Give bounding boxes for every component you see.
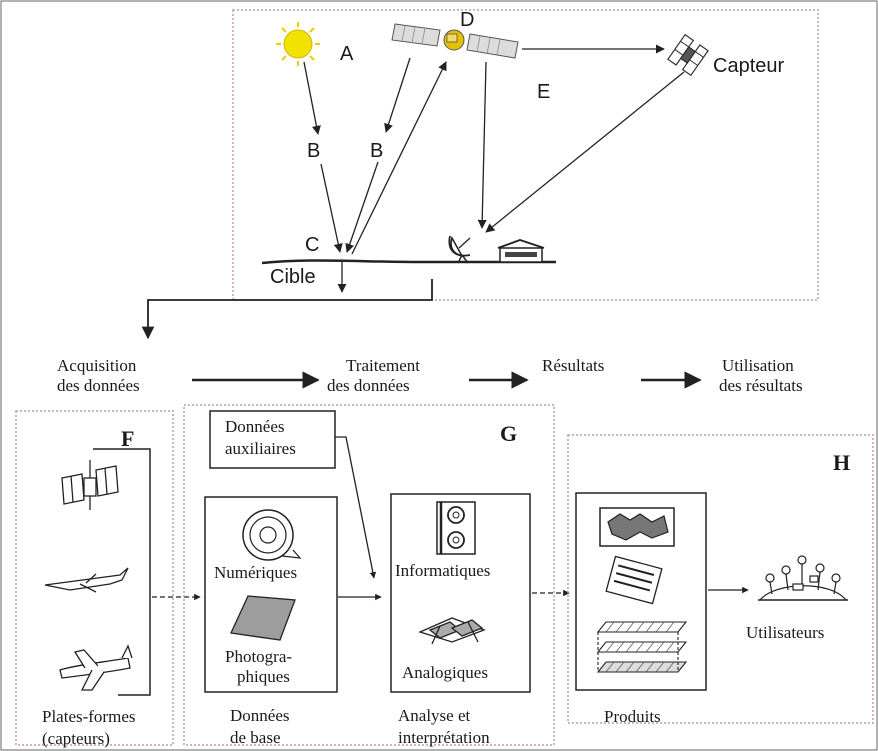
analyse-caption: Analyse et interprétation — [398, 706, 490, 747]
flow-acquisition: Acquisition des données — [57, 356, 141, 395]
panel-f-caption: Plates-formes (capteurs) — [42, 707, 140, 748]
airplane-propeller-icon — [59, 644, 133, 691]
utilisateurs-caption: Utilisateurs — [746, 623, 824, 642]
label-capteur: Capteur — [713, 55, 784, 77]
arrow-b-to-target — [320, 163, 343, 253]
airplane-jet-icon — [44, 567, 129, 593]
panel-f-border — [15, 410, 174, 746]
panel-g-border — [183, 404, 555, 746]
donnees-de-base-caption: Données de base — [230, 706, 294, 747]
arrow-auxiliaires-to-analyse — [335, 436, 377, 579]
users-group-icon — [758, 555, 848, 601]
map-product-icon — [599, 507, 675, 547]
arrow-to-acquisition — [141, 279, 433, 340]
arrow-satellite-to-antenna — [477, 61, 487, 229]
informatiques-label: Informatiques — [395, 561, 490, 580]
flow-utilisation: Utilisation des résultats — [719, 356, 803, 395]
satellite-icon — [391, 23, 519, 59]
arrow-capteur-to-antenna — [485, 71, 685, 233]
analogiques-label: Analogiques — [402, 663, 488, 682]
panel-h-letter: H — [833, 450, 850, 475]
antenna-dish-icon — [448, 235, 471, 264]
arrow-target-to-satellite — [351, 61, 447, 255]
computer-tape-drive-icon — [436, 501, 476, 555]
sun-icon — [276, 22, 320, 66]
auxiliaires-box — [209, 410, 336, 469]
layered-grid-icon — [596, 621, 688, 673]
top-radiation-arrows — [303, 44, 685, 293]
label-d: D — [460, 9, 474, 31]
flow-traitement: Traitement des données — [327, 356, 424, 395]
label-a: A — [340, 43, 354, 65]
capteur-satellite-icon — [667, 33, 709, 77]
stereoscope-icon — [418, 617, 486, 645]
panel-g-letter: G — [500, 421, 517, 446]
data-tape-reel-icon — [242, 509, 302, 561]
ground-station-building-icon — [497, 239, 545, 263]
panel-f-bracket — [93, 448, 151, 696]
satellite-platform-icon — [61, 460, 119, 510]
label-cible: Cible — [270, 266, 316, 288]
flow-resultats: Résultats — [542, 356, 604, 375]
numeriques-label: Numériques — [214, 563, 297, 582]
label-c: C — [305, 234, 319, 256]
label-b1: B — [307, 140, 320, 162]
panel-h-border — [567, 434, 874, 724]
label-b2: B — [370, 140, 383, 162]
auxiliaires-label: Données auxiliaires — [225, 417, 296, 458]
arrow-b2-to-target — [345, 161, 379, 253]
photograph-icon — [230, 595, 296, 641]
top-panel-border — [232, 9, 819, 301]
panel-f-letter: F — [121, 426, 134, 451]
produits-caption: Produits — [604, 707, 661, 726]
report-document-icon — [605, 555, 663, 605]
arrow-sun-to-b — [303, 61, 321, 135]
photographiques-label: Photogra- phiques — [225, 647, 296, 686]
arrow-satellite-to-b — [384, 57, 411, 133]
label-e: E — [537, 81, 550, 103]
